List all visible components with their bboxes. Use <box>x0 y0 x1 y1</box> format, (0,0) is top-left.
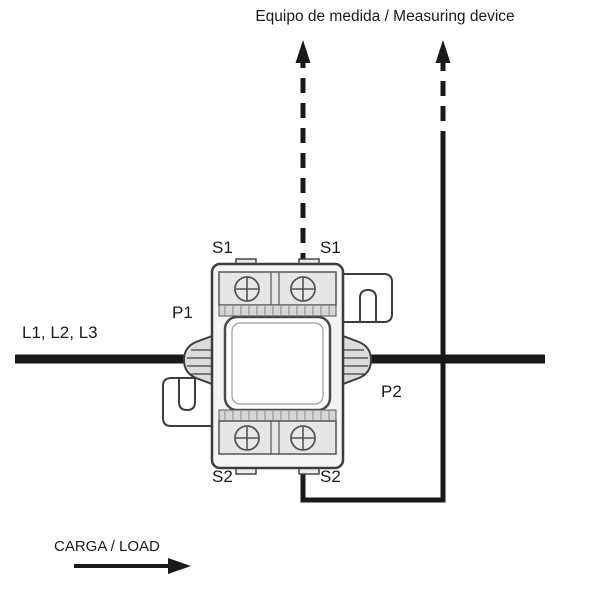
label-s1-right: S1 <box>320 238 341 257</box>
conductor-clip-right <box>342 334 373 386</box>
secondary-wire-s2 <box>300 40 451 503</box>
terminal-screw-s2-right <box>290 425 316 451</box>
vent-strip-bottom <box>218 409 337 422</box>
terminal-block-top <box>218 271 337 306</box>
label-s2-right: S2 <box>320 467 341 486</box>
label-s2-left: S2 <box>212 467 233 486</box>
label-s1-left: S1 <box>212 238 233 257</box>
conductor-clip-left <box>182 334 213 386</box>
terminal-screw-s1-left <box>234 276 260 302</box>
secondary-wire-s1 <box>295 40 311 268</box>
load-direction-arrow <box>74 558 191 574</box>
vent-strip-top <box>218 304 337 317</box>
ct-window <box>223 315 332 412</box>
label-load: CARGA / LOAD <box>54 538 160 555</box>
current-transformer <box>162 258 393 475</box>
mounting-bracket-left <box>162 377 213 427</box>
terminal-screw-s2-left <box>234 425 260 451</box>
label-p1: P1 <box>172 303 193 322</box>
measuring-device-title: Equipo de medida / Measuring device <box>255 8 515 25</box>
mounting-bracket-right <box>342 273 393 323</box>
terminal-block-bottom <box>218 420 337 455</box>
arrow-right-icon <box>168 558 191 574</box>
terminal-screw-s1-right <box>290 276 316 302</box>
label-phase-lines: L1, L2, L3 <box>22 323 98 342</box>
ct-body <box>210 258 345 475</box>
label-p2: P2 <box>381 382 402 401</box>
arrow-up-icon-right <box>435 40 451 63</box>
arrow-up-icon-left <box>295 40 311 63</box>
